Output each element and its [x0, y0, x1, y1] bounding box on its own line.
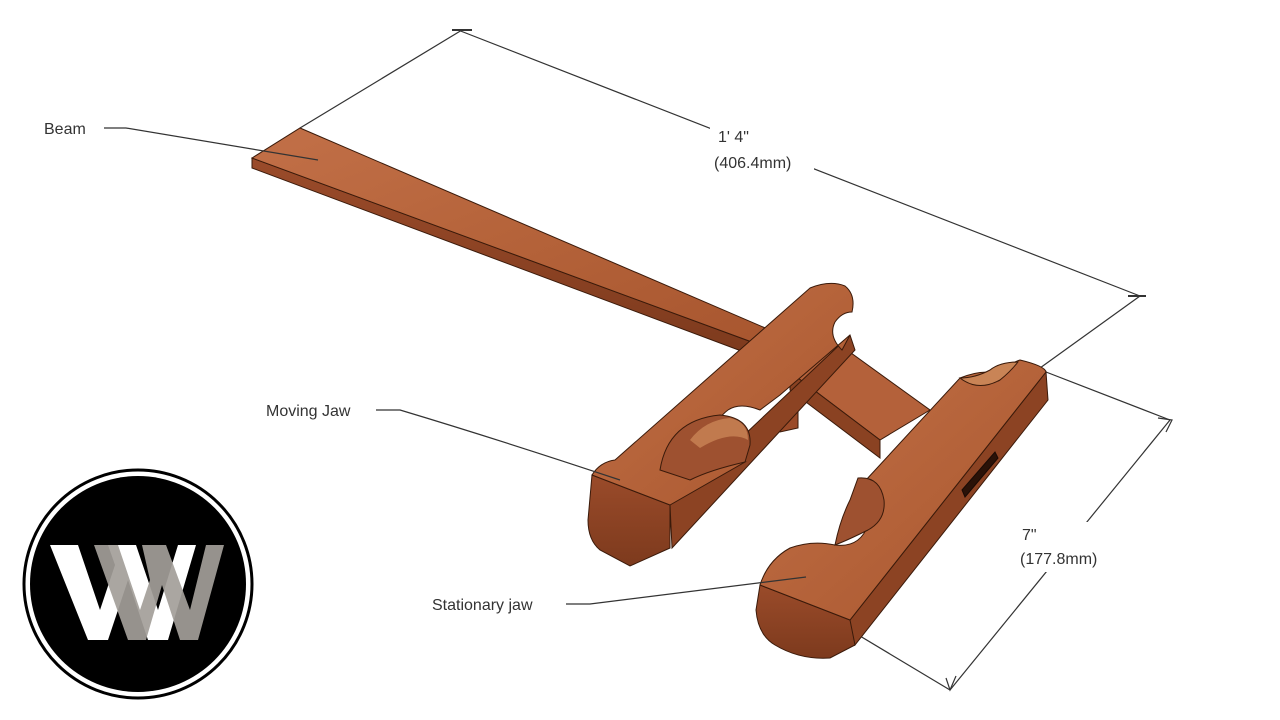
dim-length-metric: (406.4mm) [714, 155, 791, 172]
dim-text-bg [1016, 522, 1124, 572]
dim-extension-line [849, 629, 951, 691]
moving-jaw-side-face [669, 334, 856, 550]
dim-arrow [945, 675, 957, 692]
moving-jaw [587, 282, 856, 567]
label-beam: Beam [44, 121, 86, 138]
dim-width-metric: (177.8mm) [1020, 551, 1097, 568]
dim-extension-line [299, 29, 463, 129]
label-moving-jaw: Moving Jaw [266, 403, 351, 420]
moving-jaw-leader [376, 409, 621, 481]
beam-side-face [251, 157, 761, 359]
logo-w-grey [94, 545, 224, 640]
stationary-jaw-mortise [961, 451, 999, 498]
beam-leader [104, 127, 319, 161]
label-stationary-jaw: Stationary jaw [432, 597, 533, 614]
dim-extension-line [1039, 295, 1141, 369]
moving-jaw-front-face [587, 474, 671, 567]
stationary-jaw-notch [834, 477, 885, 546]
stationary-jaw-scoop [958, 361, 1020, 386]
moving-jaw-notch-shadow [690, 418, 748, 448]
dim-width-imperial: 7" [1022, 527, 1037, 544]
dim-text-bg [710, 122, 814, 178]
ww-monogram-logo [22, 468, 254, 700]
beam-top-face [250, 127, 771, 346]
stationary-jaw [755, 359, 1049, 659]
callout-leaders [104, 127, 807, 605]
stationary-jaw-leader [566, 576, 807, 605]
dim-length-imperial: 1' 4" [718, 129, 749, 146]
dim-extension-line [1045, 371, 1171, 421]
dim-arrow [1157, 417, 1173, 433]
